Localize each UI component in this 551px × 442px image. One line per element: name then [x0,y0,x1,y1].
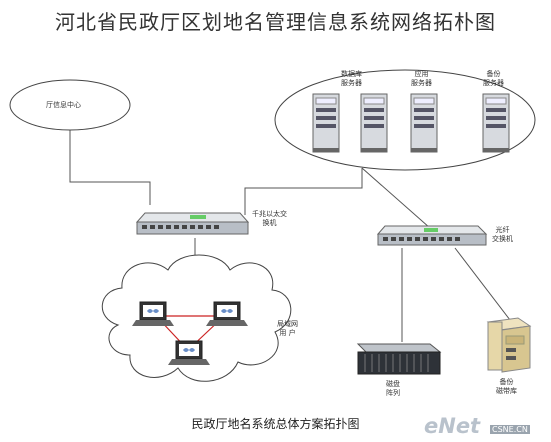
backup-server-label: 备份 服务器 [483,70,504,88]
tape-library-label: 备份 磁带库 [496,378,517,396]
db-server-label: 数据库 服务器 [341,70,362,88]
tape-library [486,317,532,373]
link-servers-switch [244,168,363,215]
lan-cloud [101,254,292,382]
link-servers-fiber [361,167,431,229]
disk-array-label: 磁盘 阵列 [386,380,400,398]
server-app [410,93,438,153]
link-info-center-switch [69,130,151,205]
lan-users-label-line2: 用 户 [279,329,296,337]
diagram-title: 河北省民政厅区划地名管理信息系统网络拓朴图 [55,10,496,34]
disk-array-label-line1: 磁盘 [386,380,400,388]
gigabit-switch [135,212,250,235]
fiber-switch [376,225,488,246]
laptop-1 [132,301,174,326]
watermark-site: CSNE.CN [490,425,530,434]
disk-array [356,343,442,375]
tape-library-label-line1: 备份 [499,378,514,386]
disk-array-label-line2: 阵列 [386,389,400,397]
backup-server-label-line1: 备份 [486,70,501,78]
fiber-switch-label-line2: 交换机 [492,235,513,243]
fiber-switch-label-line1: 光纤 [495,226,510,234]
backup-server-label-line2: 服务器 [483,79,504,87]
app-server-label-line1: 应用 [414,70,429,78]
watermark-logo: eNet [424,414,481,438]
server-db [312,93,340,153]
gigabit-switch-label: 千兆以太交 换机 [252,210,287,228]
server-backup [482,93,510,153]
laptop-3 [168,340,210,365]
app-server-label-line2: 服务器 [411,79,432,87]
fiber-switch-label: 光纤 交换机 [492,226,513,244]
db-server-label-line1: 数据库 [341,70,362,78]
laptop-2 [206,301,248,326]
gigabit-switch-label-line2: 换机 [262,219,277,227]
server-db-2 [360,93,388,153]
lan-users-label-line1: 局域网 [277,320,298,328]
server-group-oval [274,69,536,171]
gigabit-switch-label-line1: 千兆以太交 [252,210,287,218]
lan-users-label: 局域网 用 户 [277,320,298,338]
info-center-oval [9,79,131,131]
diagram-caption: 民政厅地名系统总体方案拓扑图 [191,417,360,431]
info-center-label: 厅信息中心 [46,101,81,109]
db-server-label-line2: 服务器 [341,79,362,87]
app-server-label: 应用 服务器 [411,70,432,88]
tape-library-label-line2: 磁带库 [496,387,517,395]
connection-lines [69,130,511,342]
link-fiber-tape [454,247,511,321]
